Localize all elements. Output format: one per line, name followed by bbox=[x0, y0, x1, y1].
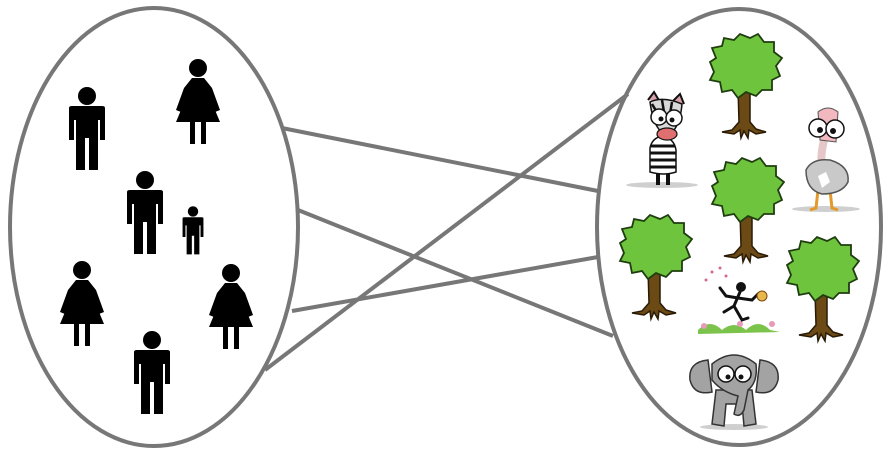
woman-icon bbox=[176, 59, 220, 144]
edges bbox=[263, 92, 630, 372]
man-icon bbox=[134, 331, 170, 414]
child-icon bbox=[182, 206, 204, 255]
left-set-ellipse bbox=[8, 6, 300, 448]
woman-icon bbox=[60, 261, 104, 346]
tree-icon bbox=[619, 214, 693, 320]
tree-icon bbox=[786, 236, 860, 342]
woman-icon bbox=[209, 264, 253, 349]
left-set bbox=[60, 59, 253, 414]
right-set-ellipse bbox=[595, 7, 883, 447]
running-figure-icon bbox=[698, 266, 780, 334]
man-icon bbox=[69, 87, 105, 170]
edge-3 bbox=[291, 255, 599, 313]
edge-2 bbox=[297, 208, 614, 338]
tree-icon bbox=[709, 33, 783, 139]
elephant-icon bbox=[689, 354, 779, 430]
zebra-icon bbox=[626, 90, 698, 188]
tree-icon bbox=[711, 157, 785, 263]
man-icon bbox=[127, 171, 163, 254]
edge-4 bbox=[263, 92, 630, 372]
ostrich-icon bbox=[792, 107, 860, 212]
edge-1 bbox=[281, 126, 599, 193]
right-set bbox=[619, 33, 860, 430]
